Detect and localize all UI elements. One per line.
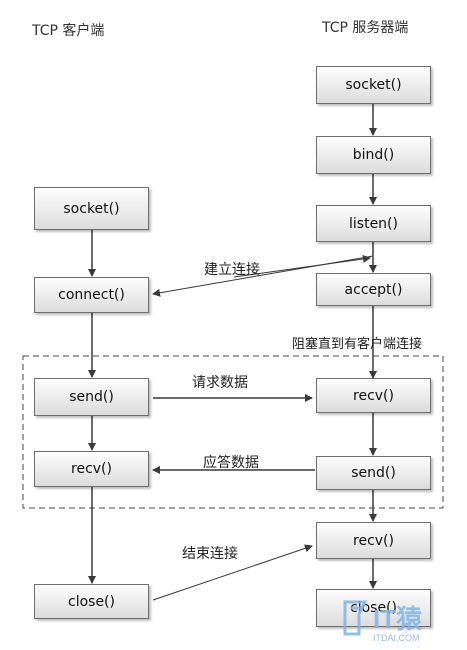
client-title: TCP 客户端 xyxy=(32,23,105,39)
watermark-logo-text: IT猿 xyxy=(373,604,423,634)
data-exchange-region xyxy=(22,355,444,509)
server-bind-box: bind() xyxy=(316,136,431,174)
label-establish-connection: 建立连接 xyxy=(204,262,260,278)
server-recv-box: recv() xyxy=(316,378,431,413)
label-request-data: 请求数据 xyxy=(192,375,248,391)
client-connect-box: connect() xyxy=(34,277,149,313)
itdai-watermark-logo: IT猿 ITDAI.COM xyxy=(343,600,423,643)
arrow-end-connection xyxy=(152,544,313,601)
server-recv-end-box: recv() xyxy=(316,522,431,559)
label-end-connection: 结束连接 xyxy=(182,546,238,562)
label-blocking: 阻塞直到有客户端连接 xyxy=(292,337,423,352)
client-recv-box: recv() xyxy=(34,451,149,487)
watermark-site-text: ITDAI.COM xyxy=(373,633,420,643)
server-title: TCP 服务器端 xyxy=(322,20,409,36)
server-send-box: send() xyxy=(316,456,431,490)
client-socket-box: socket() xyxy=(34,187,149,230)
client-send-box: send() xyxy=(34,378,149,416)
server-close-box: close() xyxy=(316,589,431,627)
server-socket-box: socket() xyxy=(316,66,431,104)
server-listen-box: listen() xyxy=(316,205,431,242)
server-accept-box: accept() xyxy=(316,273,431,306)
arrow-connect-to-server xyxy=(233,255,371,278)
client-close-box: close() xyxy=(34,584,149,619)
label-response-data: 应答数据 xyxy=(203,455,259,471)
